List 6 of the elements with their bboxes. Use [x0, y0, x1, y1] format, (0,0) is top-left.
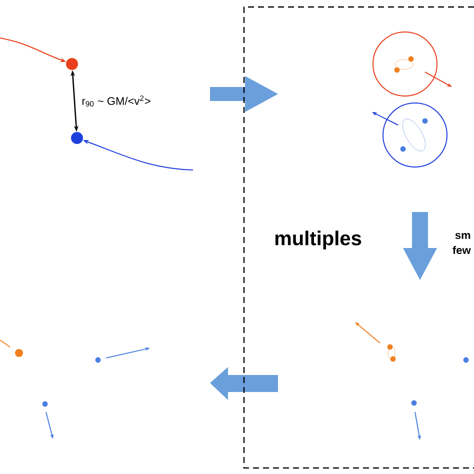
- star-dot: [66, 58, 78, 70]
- heading: multiples: [275, 230, 362, 250]
- edge-label: r$_{90}$ ~ GM/<v$^{2}$>: [80, 94, 152, 108]
- star-dot: [71, 132, 83, 144]
- note-text: few: [452, 246, 471, 254]
- note-text: sm: [455, 232, 470, 240]
